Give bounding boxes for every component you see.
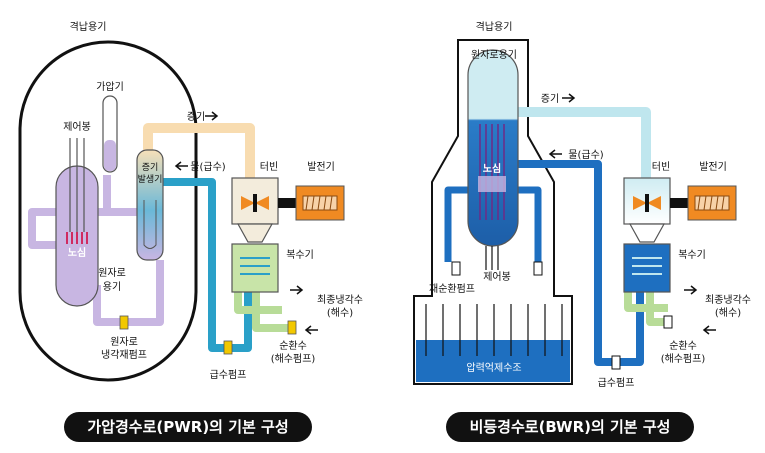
- pwr-circulating-label-1: 순환수: [279, 340, 307, 352]
- bwr-circulating-label-2: (해수펌프): [661, 352, 706, 365]
- pwr-reactor-vessel-label-2: 용기: [103, 281, 121, 293]
- pwr-steam-gen-label-1: 증기: [142, 162, 159, 173]
- pwr-condenser-label: 복수기: [286, 249, 314, 261]
- bwr-diagram: 격납용기 원자로용기 노심 증기 물(급수) 터빈 발전기 복수기 재순환펌프 …: [413, 20, 751, 442]
- bwr-feedwater-line: [516, 160, 644, 366]
- bwr-caption-pill: [446, 412, 694, 442]
- pwr-feedwater-line: [160, 178, 252, 352]
- bwr-condenser-label: 복수기: [678, 249, 706, 261]
- pwr-core-rods: [66, 232, 88, 244]
- bwr-feed-pump: [611, 355, 621, 370]
- pwr-cooling-loop: [234, 292, 290, 332]
- pwr-steam-label: 증기: [187, 111, 205, 123]
- pwr-steam-line: [143, 123, 255, 180]
- pwr-final-cooling-label-1: 최종냉각수: [317, 294, 363, 306]
- pwr-feed-pump: [223, 340, 233, 355]
- bwr-reactor-vessel-label: 원자로용기: [471, 49, 517, 61]
- bwr-recirc-pump-2: [533, 261, 543, 276]
- bwr-suppression-pool-label: 압력억제수조: [466, 361, 521, 374]
- bwr-turbine-label: 터빈: [652, 161, 670, 173]
- bwr-suppression-pool: [416, 340, 570, 382]
- pwr-turbine-label: 터빈: [260, 161, 278, 173]
- pwr-turbine-rotor: [241, 194, 269, 212]
- bwr-generator-label: 발전기: [699, 161, 727, 173]
- pwr-condenser: [231, 243, 279, 293]
- pwr-feed-pump-label: 급수펌프: [210, 369, 247, 381]
- bwr-arrows: [548, 93, 716, 335]
- bwr-containment-label: 격납용기: [476, 20, 513, 33]
- bwr-feedwater-label: 물(급수): [568, 149, 604, 161]
- pwr-control-rod-label: 제어봉: [63, 121, 91, 133]
- pwr-core-label: 노심: [68, 246, 86, 259]
- pwr-arrows: [174, 111, 318, 335]
- bwr-condenser: [623, 243, 671, 293]
- bwr-recirc-loops: [444, 186, 542, 262]
- bwr-circulating-label-1: 순환수: [669, 340, 697, 352]
- bwr-caption: 비등경수로(BWR)의 기본 구성: [470, 418, 671, 436]
- pwr-circulating-label-2: (해수펌프): [271, 352, 316, 365]
- bwr-core-rods: [479, 124, 505, 220]
- pwr-circulating-pump: [287, 320, 297, 335]
- pwr-control-rods: [69, 138, 85, 232]
- pwr-generator-label: 발전기: [307, 161, 335, 173]
- bwr-cooling-loop: [624, 292, 668, 326]
- bwr-control-rods: [485, 246, 499, 270]
- pwr-containment-vessel: [18, 40, 198, 382]
- pwr-reactor-vessel-label-1: 원자로: [98, 267, 126, 279]
- bwr-control-rod-label: 제어봉: [483, 271, 511, 283]
- bwr-final-cooling-label-1: 최종냉각수: [705, 294, 751, 306]
- bwr-recirc-pump-label: 재순환펌프: [429, 283, 475, 295]
- pwr-caption: 가압경수로(PWR)의 기본 구성: [87, 418, 288, 436]
- bwr-recirc-pump: [451, 261, 461, 276]
- bwr-feed-pump-label: 급수펌프: [598, 377, 635, 389]
- pwr-coolant-pump: [119, 315, 129, 330]
- pwr-pressurizer-label: 가압기: [96, 80, 124, 93]
- bwr-vent-pipes: [425, 304, 563, 356]
- pwr-coolant-pump-label-1: 원자로: [110, 336, 138, 348]
- pwr-final-cooling-label-2: (해수): [327, 306, 353, 319]
- bwr-reactor-vessel: [467, 49, 519, 247]
- pwr-diagram: 격납용기 가압기 제어봉 노심 원자로 용기 증기 발생기 증기 물(급수) 터…: [18, 20, 363, 442]
- bwr-final-cooling-label-2: (해수): [715, 306, 741, 319]
- bwr-core-label: 노심: [483, 162, 501, 175]
- pwr-steam-gen-label-2: 발생기: [138, 174, 163, 185]
- pwr-containment-label: 격납용기: [70, 20, 107, 33]
- pwr-feedwater-label: 물(급수): [190, 161, 226, 173]
- pwr-caption-pill: [64, 412, 312, 442]
- bwr-steam-label: 증기: [541, 93, 559, 105]
- pwr-coolant-pump-label-2: 냉각재펌프: [101, 349, 147, 361]
- bwr-steam-line: [504, 107, 651, 180]
- bwr-turbine-rotor: [633, 194, 661, 212]
